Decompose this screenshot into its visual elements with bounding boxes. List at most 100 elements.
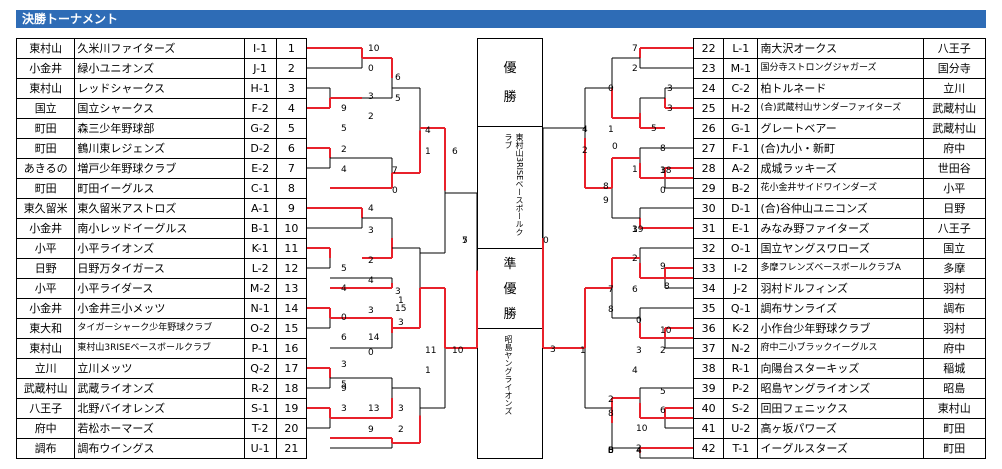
score-label: 6 — [395, 73, 401, 83]
score-label: 4 — [341, 284, 347, 294]
score-label: 10 — [660, 326, 672, 336]
score-label: 3 — [368, 226, 374, 236]
score-label: 3 — [667, 104, 673, 114]
score-label: 2 — [341, 145, 347, 155]
team-number: 31 — [692, 218, 725, 239]
score-label: 3 — [398, 404, 404, 414]
team-name: 昭島ヤングライオンズ — [757, 378, 924, 399]
score-label: 13 — [368, 404, 380, 414]
winner-label-1: 優 — [503, 61, 517, 76]
score-label: 0 — [392, 186, 398, 196]
team-code: N-2 — [723, 338, 759, 359]
score-label: 6 — [632, 285, 638, 295]
score-label: 4 — [368, 204, 374, 214]
team-code: B-2 — [723, 178, 759, 199]
score-label: 4 — [636, 446, 642, 456]
score-label: 3 — [667, 84, 673, 94]
score-label: 9 — [603, 196, 609, 206]
team-code: A-2 — [723, 158, 759, 179]
team-area: 東久留米 — [15, 198, 76, 219]
score-label: 9 — [341, 104, 347, 114]
team-code: D-1 — [723, 198, 759, 219]
team-name: 小金井三小メッツ — [74, 298, 245, 319]
score-label: 0 — [368, 64, 374, 74]
score-label: 8 — [664, 282, 670, 292]
score-label: 0 — [660, 186, 666, 196]
score-label: 9 — [368, 425, 374, 435]
team-name: 増戸少年野球クラブ — [74, 158, 245, 179]
team-name: 町田イーグルス — [74, 178, 245, 199]
runnerup-label-3: 勝 — [503, 307, 517, 322]
score-label: 3 — [341, 360, 347, 370]
score-label: 3 — [608, 446, 614, 456]
team-name: 調布ウイングス — [74, 438, 245, 459]
team-area: 府中 — [922, 138, 987, 159]
team-code: T-1 — [723, 438, 759, 459]
score-label: 0 — [612, 142, 618, 152]
score-label: 0 — [608, 446, 614, 456]
score-label: 4 — [368, 276, 374, 286]
score-label: 3 — [395, 287, 401, 297]
team-area: 羽村 — [922, 318, 987, 339]
team-name: グレートベアー — [757, 118, 924, 139]
title-bar: 決勝トーナメント — [16, 10, 986, 28]
score-label: 8 — [608, 409, 614, 419]
score-label: 6 — [660, 406, 666, 416]
score-label: 0 — [341, 313, 347, 323]
score-label: 5 — [395, 94, 401, 104]
team-number: 22 — [692, 38, 725, 59]
center-result-box: 優 勝 東村山3RISEベースボールクラブ 準 優 勝 昭島ヤングライオンズ — [477, 38, 543, 459]
team-number: 21 — [275, 438, 308, 459]
score-label: 5 — [462, 236, 468, 246]
score-label: 10 — [452, 346, 464, 356]
team-name: (合)九小・新町 — [757, 138, 924, 159]
team-name: 久米川ファイターズ — [74, 38, 245, 59]
team-number: 42 — [692, 438, 725, 459]
score-label: 3 — [341, 404, 347, 414]
score-label: 3 — [550, 345, 556, 355]
team-code: A-1 — [243, 198, 277, 219]
score-label: 7 — [462, 236, 468, 246]
team-area: 八王子 — [922, 38, 987, 59]
score-label: 8 — [660, 144, 666, 154]
team-area: 調布 — [15, 438, 76, 459]
team-area: 町田 — [922, 418, 987, 439]
score-label: 9 — [341, 384, 347, 394]
score-label: 3 — [398, 318, 404, 328]
team-area: 多摩 — [922, 258, 987, 279]
team-area: 国分寺 — [922, 58, 987, 79]
team-number: 20 — [275, 418, 308, 439]
winner-team: 東村山3RISEベースボールクラブ — [504, 133, 524, 237]
team-code: L-1 — [723, 38, 759, 59]
team-number: 28 — [692, 158, 725, 179]
score-label: 6 — [341, 333, 347, 343]
score-label: 8 — [608, 446, 614, 456]
score-label: 6 — [608, 446, 614, 456]
team-number: 30 — [692, 198, 725, 219]
runnerup-label-1: 準 — [503, 257, 517, 272]
score-label: 15 — [395, 304, 407, 314]
winner-label-box: 優 勝 — [477, 38, 543, 128]
team-area: 小平 — [15, 278, 76, 299]
team-number: 13 — [275, 278, 308, 299]
score-label: 2 — [368, 112, 374, 122]
score-label: 2 — [368, 256, 374, 266]
team-name: (合)谷仲山ユニコンズ — [757, 198, 924, 219]
score-label: 8 — [608, 305, 614, 315]
team-code: M-2 — [243, 278, 277, 299]
score-label: 5 — [341, 264, 347, 274]
score-label: 7 — [632, 44, 638, 54]
